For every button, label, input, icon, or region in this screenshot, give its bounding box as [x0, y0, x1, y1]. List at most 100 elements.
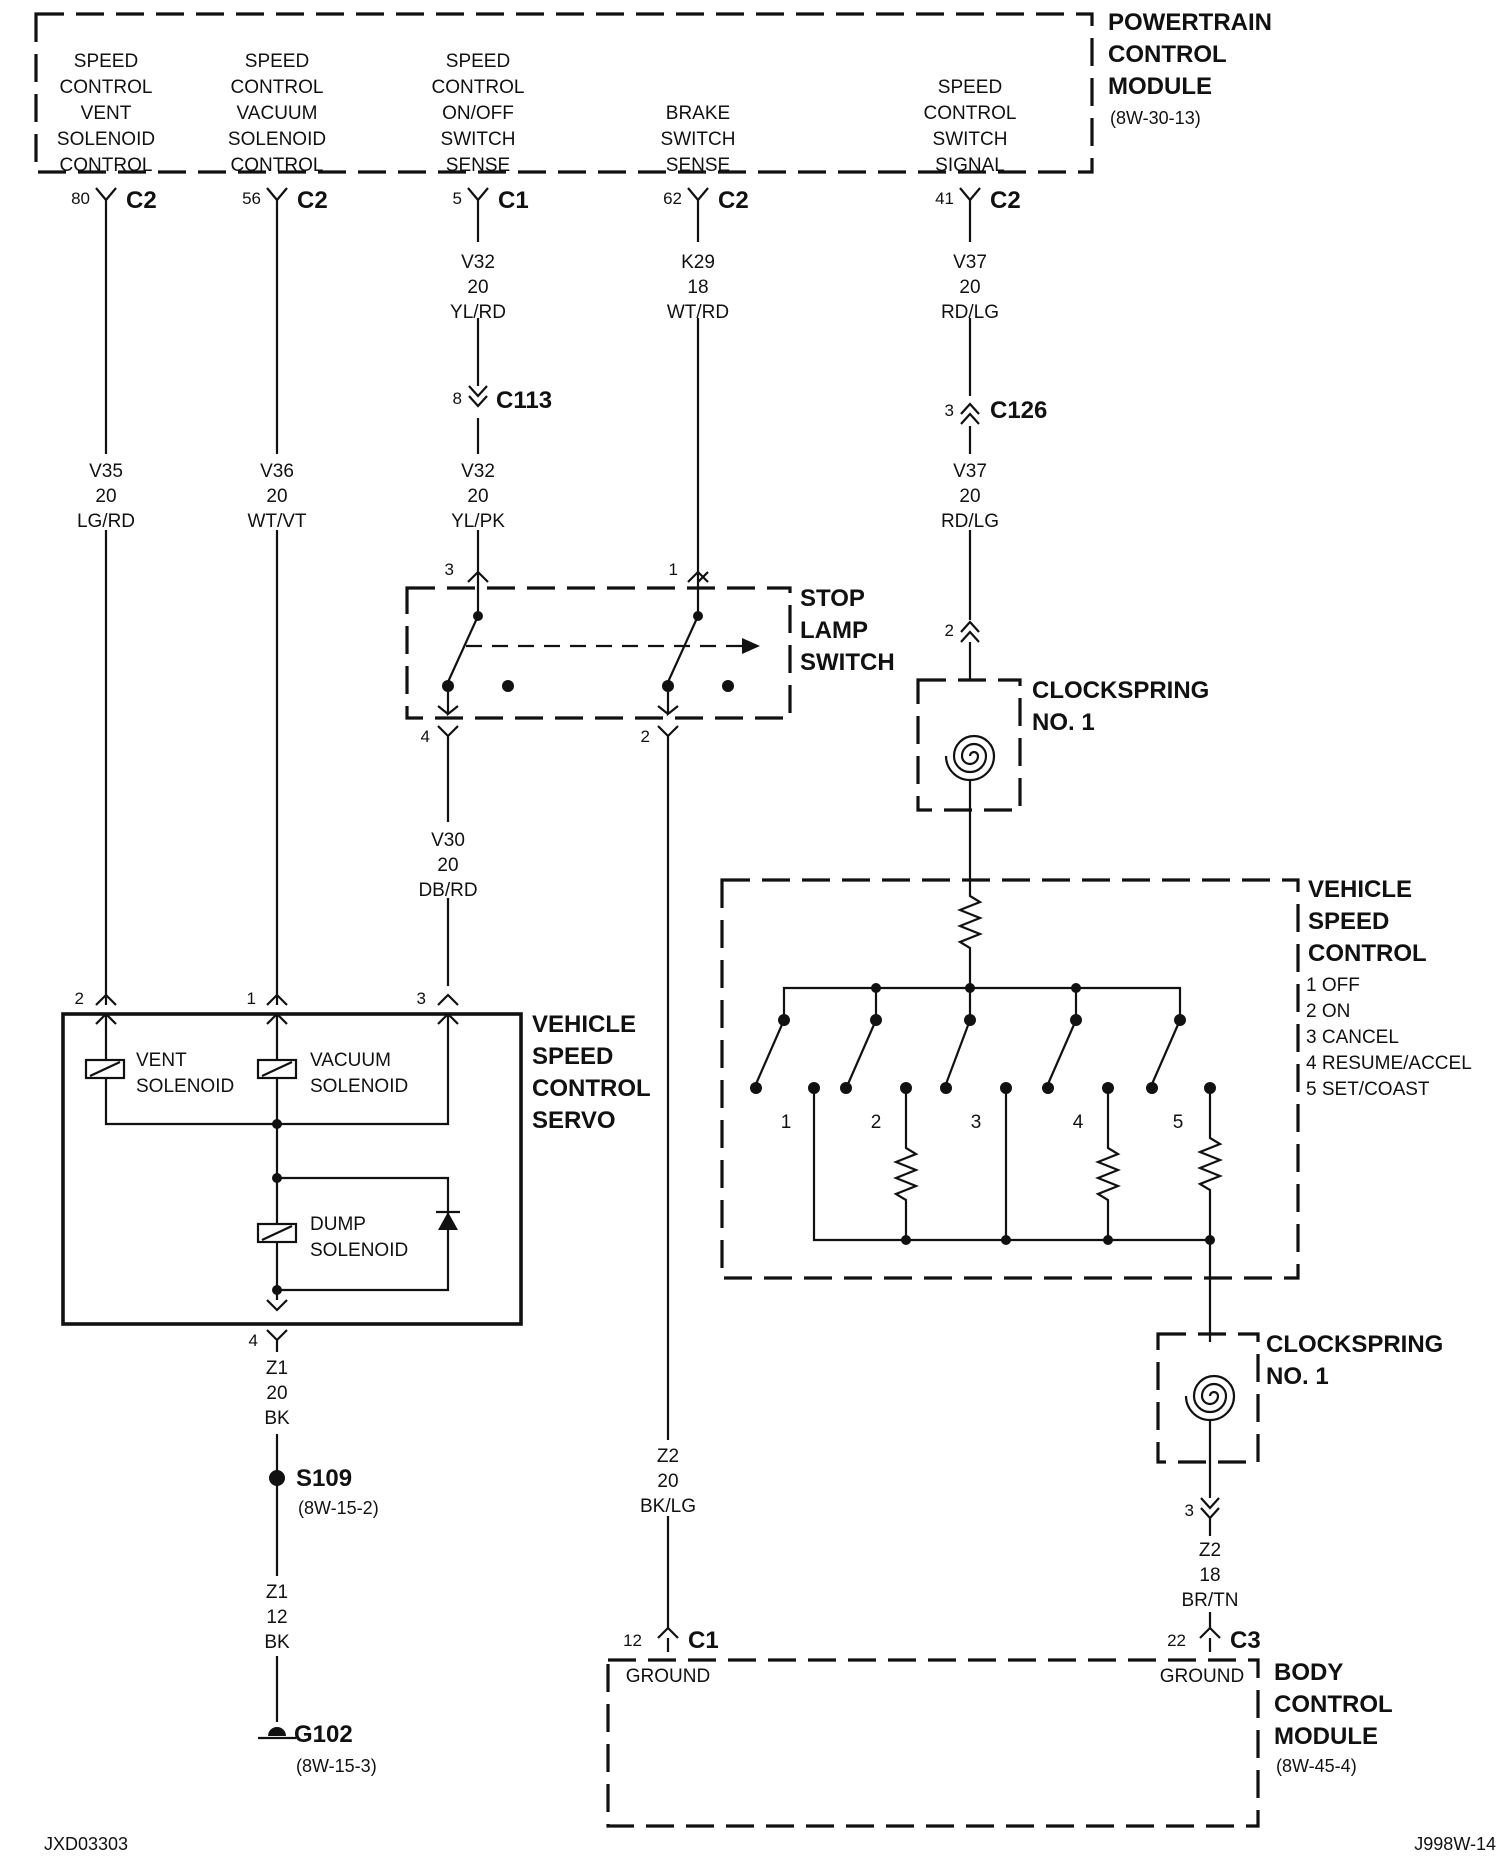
switch-legend-item: 1 OFF	[1306, 975, 1360, 996]
pcm-circuit-signal-line: CONTROL	[924, 103, 1017, 124]
connector-name: C2	[990, 187, 1021, 214]
connector-y-icon	[657, 1626, 1221, 1652]
wire-color: BR/TN	[1182, 1590, 1239, 1611]
pcm-circuit-vacuum-line: CONTROL	[231, 155, 324, 176]
blade-pivot-dot	[1070, 1014, 1082, 1026]
stop-lamp-title: STOP	[800, 585, 865, 612]
pcm-circuit-onoff-line: SWITCH	[441, 129, 516, 150]
pin-number: 3	[445, 560, 454, 579]
pcm-circuit-signal-line: SWITCH	[933, 129, 1008, 150]
wire-code: Z1	[266, 1358, 288, 1379]
servo-title: CONTROL	[532, 1075, 651, 1102]
pin-number: 4	[421, 727, 430, 746]
clockspring-title: NO. 1	[1032, 709, 1095, 736]
wire-gauge: 20	[467, 486, 488, 507]
switch-title: VEHICLE	[1308, 876, 1412, 903]
pin-number: 2	[945, 621, 954, 640]
switch-position-5: 5	[1173, 1112, 1184, 1133]
switch-top-bus	[782, 986, 1182, 1020]
wire-v37b-label: V37 20 RD/LG	[941, 461, 999, 532]
connector-y-icon	[95, 187, 117, 210]
open-contact-dot	[940, 1082, 952, 1094]
pcm-circuit-vacuum-line: SOLENOID	[228, 129, 326, 150]
pcm-circuit-vent-line: VENT	[81, 103, 132, 124]
splice-name: S109	[296, 1465, 352, 1492]
connector-y-icon	[95, 993, 459, 1006]
connector-y-icon	[687, 187, 709, 210]
junction-dot	[1001, 1235, 1011, 1245]
clockspring-bottom: CLOCKSPRING NO. 1	[1156, 1331, 1443, 1464]
coil-slash	[261, 1225, 293, 1241]
open-contact-dot	[750, 1082, 762, 1094]
junction-dot	[272, 1285, 282, 1295]
wire-gauge: 20	[959, 277, 980, 298]
pcm-title-1: POWERTRAIN	[1108, 9, 1272, 36]
wire-code: V32	[461, 461, 495, 482]
clockspring-box	[1156, 1332, 1260, 1464]
pcm-circuit-vent: SPEED CONTROL VENT SOLENOID CONTROL	[57, 51, 155, 176]
splice-s109: S109 (8W-15-2)	[269, 1465, 379, 1518]
wire-gauge: 18	[687, 277, 708, 298]
connector-name: C2	[297, 187, 328, 214]
wire-code: Z2	[1199, 1540, 1221, 1561]
switch-leads	[437, 686, 679, 717]
wire-k29-label: K29 18 WT/RD	[667, 252, 729, 323]
pin-number: 56	[242, 189, 261, 208]
pcm-ref: (8W-30-13)	[1110, 108, 1201, 128]
wire-color: WT/VT	[247, 511, 306, 532]
junction-dot	[1103, 1235, 1113, 1245]
wire-color: DB/RD	[418, 880, 477, 901]
connector-name: C126	[990, 397, 1047, 424]
speed-control-switch: VEHICLE SPEED CONTROL 1 OFF 2 ON 3 CANCE…	[720, 876, 1472, 1280]
pcm-circuit-brake-line: BRAKE	[666, 103, 730, 124]
bcm-title: BODY	[1274, 1659, 1343, 1686]
switch-title: SPEED	[1308, 908, 1389, 935]
pin-number: 22	[1167, 1631, 1186, 1650]
inline-connector-icon	[1200, 1497, 1220, 1520]
bcm-title: MODULE	[1274, 1723, 1378, 1750]
junction-dot	[272, 1119, 282, 1129]
clockspring-top: CLOCKSPRING NO. 1	[916, 677, 1209, 812]
wire-color: RD/LG	[941, 511, 999, 532]
pcm-circuit-vacuum: SPEED CONTROL VACUUM SOLENOID CONTROL	[228, 51, 326, 176]
vacuum-solenoid-label: VACUUM	[310, 1050, 391, 1071]
wire-color: LG/RD	[77, 511, 135, 532]
pcm-circuit-brake-line: SWITCH	[661, 129, 736, 150]
connector-name: C3	[1230, 1627, 1261, 1654]
pcm-circuit-signal-line: SIGNAL	[935, 155, 1005, 176]
open-contact-dot	[1146, 1082, 1158, 1094]
connector-c113: 8 C113	[453, 385, 552, 414]
switch-legend-item: 4 RESUME/ACCEL	[1306, 1053, 1472, 1074]
servo-title: VEHICLE	[532, 1011, 636, 1038]
clockspring-spiral-icon	[1184, 1374, 1236, 1422]
wire-color: YL/PK	[451, 511, 505, 532]
pcm-circuit-vent-line: SOLENOID	[57, 129, 155, 150]
connector-y-icon	[467, 187, 489, 210]
connector-name: C1	[688, 1627, 719, 1654]
blade-pivot-dot	[1174, 1014, 1186, 1026]
switch-legend-item: 3 CANCEL	[1306, 1027, 1399, 1048]
wire-code: V32	[461, 252, 495, 273]
pin-number: 12	[623, 1631, 642, 1650]
wire-code: K29	[681, 252, 715, 273]
pcm-circuit-vacuum-line: CONTROL	[231, 77, 324, 98]
connector-name: C2	[718, 187, 749, 214]
inline-connector-icon	[960, 620, 980, 680]
dump-solenoid-label: DUMP	[310, 1214, 366, 1235]
pin-number: 8	[453, 389, 462, 408]
pin-number: 3	[417, 989, 426, 1008]
connector-y-icon	[437, 725, 679, 745]
pin-number: 1	[247, 989, 256, 1008]
open-contact-dot	[840, 1082, 852, 1094]
wire-z1b-label: Z1 12 BK	[264, 1582, 290, 1653]
bcm-ref: (8W-45-4)	[1276, 1756, 1357, 1776]
pcm-circuit-vent-line: CONTROL	[60, 77, 153, 98]
wire-gauge: 20	[266, 486, 287, 507]
connector-y-icon	[266, 1299, 288, 1352]
wire-code: V36	[260, 461, 294, 482]
wire-gauge: 20	[467, 277, 488, 298]
connector-name: C113	[496, 387, 552, 414]
wire-gauge: 20	[95, 486, 116, 507]
switch-position-3: 3	[971, 1112, 982, 1133]
clockspring-title: CLOCKSPRING	[1266, 1331, 1443, 1358]
